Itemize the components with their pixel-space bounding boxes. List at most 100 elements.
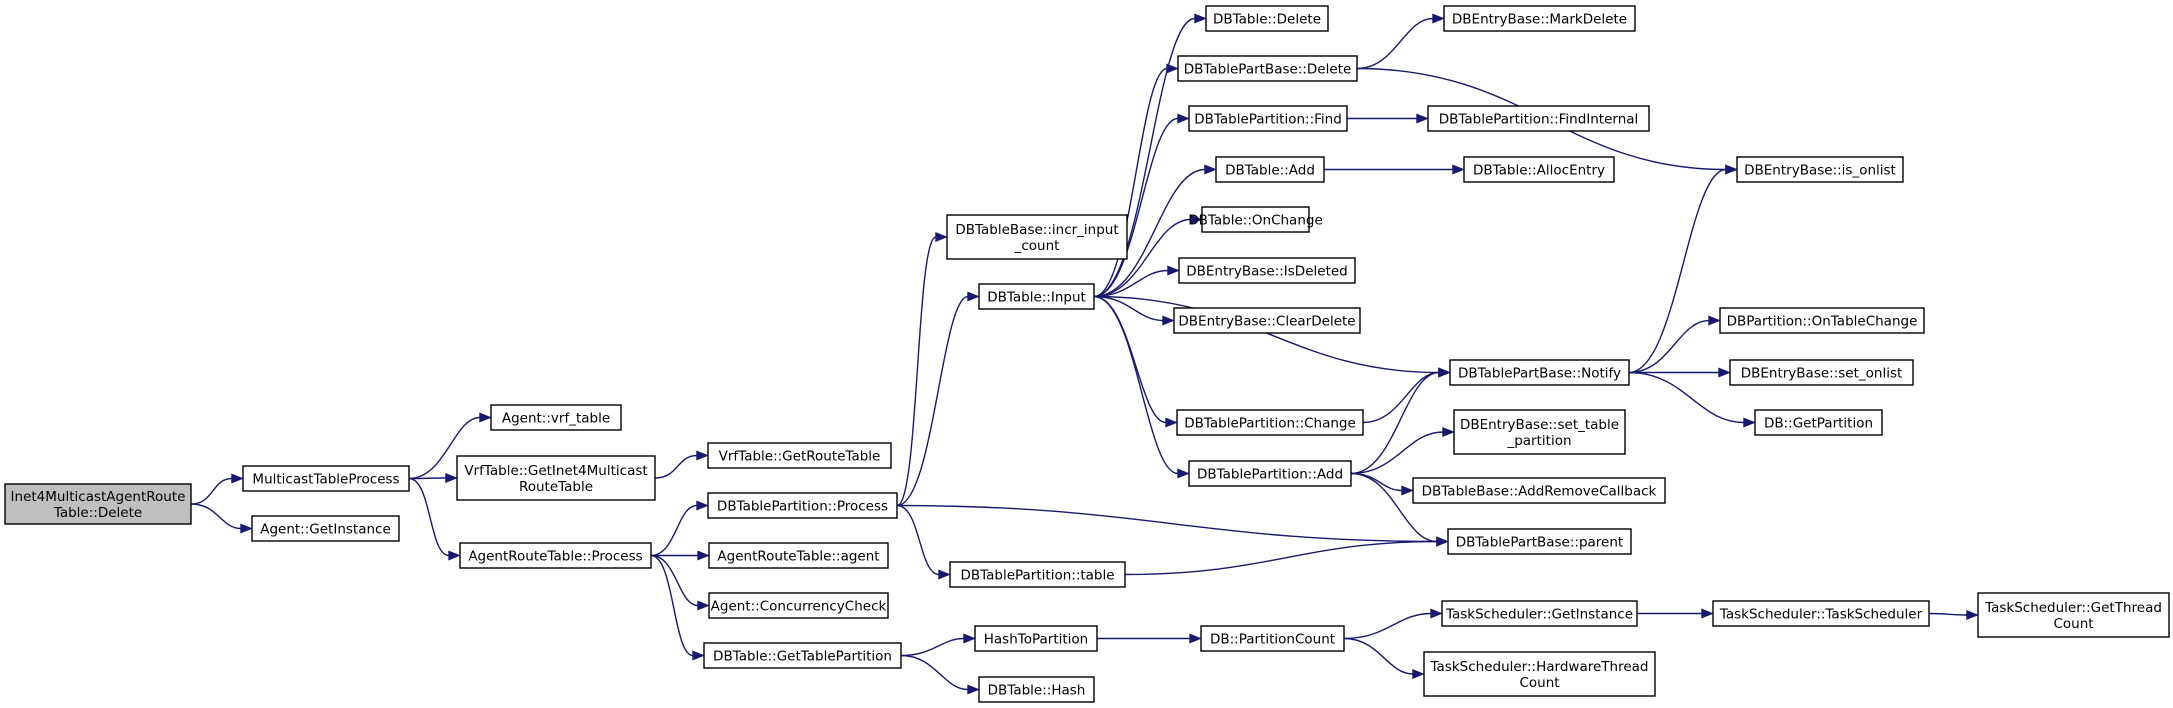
node-dbentrybase-set-onlist[interactable]: DBEntryBase::set_onlist (1729, 359, 1914, 386)
node-vrftable-getroutetable[interactable]: VrfTable::GetRouteTable (707, 442, 892, 469)
node-dbtablepartbase-parent[interactable]: DBTablePartBase::parent (1447, 528, 1632, 555)
edge-n30-to-n36 (1628, 371, 1756, 428)
node-agent-getinstance[interactable]: Agent::GetInstance (251, 515, 400, 542)
edge-line (1093, 168, 1206, 298)
arrowhead (696, 450, 709, 461)
edge-line (1093, 218, 1192, 298)
node-box (251, 515, 400, 542)
edge-line (896, 236, 937, 507)
edge-line (1350, 431, 1444, 475)
edge-line (1362, 371, 1440, 424)
arrowhead (1165, 417, 1178, 428)
edge-n37-to-n39 (1636, 608, 1714, 619)
arrowhead (1708, 315, 1721, 326)
node-label: Agent::vrf_table (502, 411, 610, 427)
node-taskscheduler-getinstance[interactable]: TaskScheduler::GetInstance (1441, 600, 1638, 627)
node-dbtablepartition-process[interactable]: DBTablePartition::Process (707, 492, 898, 519)
node-label: DBTable::Hash (988, 683, 1086, 699)
node-label: DBTablePartition::Change (1184, 416, 1356, 432)
node-box (1754, 409, 1883, 436)
edges-layer (190, 13, 1979, 695)
node-dbtable-input[interactable]: DBTable::Input (978, 283, 1095, 310)
arrowhead (1162, 315, 1175, 326)
node-box (707, 492, 898, 519)
edge-line (896, 295, 969, 507)
node-label: DBTablePartition::FindInternal (1439, 112, 1639, 128)
node-dbtablepartbase-notify[interactable]: DBTablePartBase::Notify (1449, 359, 1630, 386)
node-dbtable-add[interactable]: DBTable::Add (1215, 156, 1325, 183)
node-multicasttableprocess[interactable]: MulticastTableProcess (242, 465, 410, 492)
node-dbtablepartition-find[interactable]: DBTablePartition::Find (1188, 105, 1348, 132)
node-box (1201, 206, 1310, 233)
node-label: TaskScheduler::TaskScheduler (1719, 607, 1923, 623)
node-dbtablebase-incr-input-count[interactable]: DBTableBase::incr_input_count (946, 214, 1128, 260)
node-agentroutetable-process[interactable]: AgentRouteTable::Process (459, 542, 652, 569)
node-label: Count (1519, 675, 1559, 691)
node-box (1441, 600, 1638, 627)
node-dbtablepartbase-delete[interactable]: DBTablePartBase::Delete (1177, 55, 1358, 82)
edge-n15-to-n33 (1097, 633, 1202, 644)
node-dbtablepartition-change[interactable]: DBTablePartition::Change (1176, 409, 1364, 436)
node-label: DBEntryBase::ClearDelete (1178, 314, 1355, 330)
node-dbentrybase-markdelete[interactable]: DBEntryBase::MarkDelete (1443, 5, 1636, 32)
node-agentroutetable-agent[interactable]: AgentRouteTable::agent (708, 542, 889, 569)
arrowhead (1701, 608, 1714, 619)
node-agent-concurrencycheck[interactable]: Agent::ConcurrencyCheck (708, 592, 889, 619)
edge-n7-to-n13 (896, 504, 1449, 547)
edge-n25-to-n13 (1350, 472, 1449, 547)
edge-line (408, 477, 447, 480)
arrowhead (697, 550, 710, 561)
edge-line (190, 477, 233, 505)
node-label: Table::Delete (53, 505, 142, 521)
edge-line (900, 654, 969, 691)
node-dbtablebase-addremovecallback[interactable]: DBTableBase::AddRemoveCallback (1412, 477, 1666, 504)
node-dbentrybase-set-table-partition[interactable]: DBEntryBase::set_table_partition (1453, 409, 1626, 455)
node-dbentrybase-cleardelete[interactable]: DBEntryBase::ClearDelete (1173, 307, 1361, 334)
node-dbtablepartition-table[interactable]: DBTablePartition::table (949, 561, 1126, 588)
edge-line (1093, 17, 1196, 298)
node-label: _partition (1506, 433, 1571, 449)
node-db-getpartition[interactable]: DB::GetPartition (1754, 409, 1883, 436)
node-box (1177, 55, 1358, 82)
node-box (1178, 257, 1356, 284)
node-dbtable-delete[interactable]: DBTable::Delete (1205, 5, 1329, 32)
node-label: DBEntryBase::MarkDelete (1452, 12, 1627, 28)
node-dbtable-onchange[interactable]: DBTable::OnChange (1188, 206, 1323, 233)
node-db-partitioncount[interactable]: DB::PartitionCount (1200, 625, 1345, 652)
edge-n5-to-n9 (650, 554, 710, 611)
node-dbentrybase-isdeleted[interactable]: DBEntryBase::IsDeleted (1178, 257, 1356, 284)
node-label: DBTable::AllocEntry (1473, 163, 1605, 179)
edge-n12-to-n20 (1093, 164, 1217, 298)
node-hashtopartition[interactable]: HashToPartition (974, 625, 1098, 652)
node-dbtable-hash[interactable]: DBTable::Hash (978, 676, 1095, 703)
node-label: _count (1014, 238, 1060, 254)
node-dbentrybase-is-onlist[interactable]: DBEntryBase::is_onlist (1736, 156, 1904, 183)
node-label: Agent::ConcurrencyCheck (711, 599, 887, 615)
edge-line (1093, 295, 1167, 424)
node-dbtable-gettablepartition[interactable]: DBTable::GetTablePartition (703, 642, 902, 669)
node-dbtable-allocentry[interactable]: DBTable::AllocEntry (1463, 156, 1615, 183)
node-dbpartition-ontablechange[interactable]: DBPartition::OnTableChange (1719, 307, 1925, 334)
edge-line (1356, 17, 1434, 70)
arrowhead (1177, 468, 1190, 479)
edge-line (1628, 371, 1745, 424)
node-box (974, 625, 1098, 652)
node-dbtablepartition-findinternal[interactable]: DBTablePartition::FindInternal (1427, 105, 1650, 132)
edge-line (896, 504, 1438, 543)
node-taskscheduler-taskscheduler[interactable]: TaskScheduler::TaskScheduler (1712, 600, 1930, 627)
arrowhead (696, 500, 709, 511)
arrowhead (231, 473, 244, 484)
node-label: DBEntryBase::set_onlist (1741, 366, 1903, 382)
node-label: DBTable::Delete (1213, 12, 1321, 28)
node-agent-vrf-table[interactable]: Agent::vrf_table (490, 404, 622, 431)
node-label: DBTablePartition::Add (1197, 467, 1343, 483)
edge-line (1093, 295, 1179, 475)
node-dbtablepartition-add[interactable]: DBTablePartition::Add (1188, 460, 1352, 487)
node-box (978, 676, 1095, 703)
edge-line (650, 504, 698, 557)
edge-n5-to-n10 (650, 554, 705, 661)
